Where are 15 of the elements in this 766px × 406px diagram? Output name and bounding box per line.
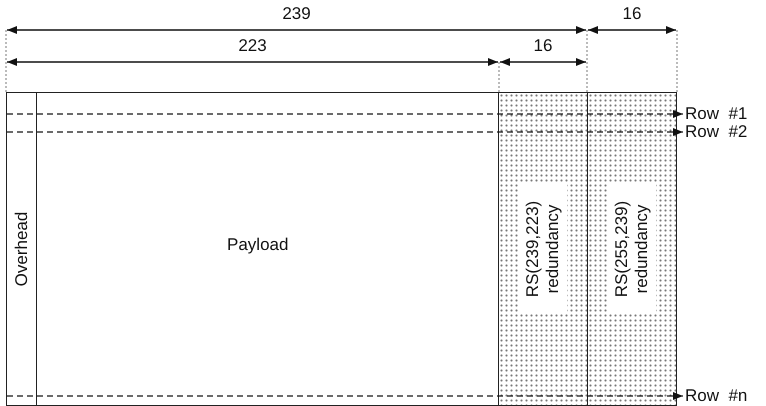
dimension-label: 16 — [534, 36, 552, 56]
area-label: RS(255,239) redundancy — [608, 184, 656, 314]
column-label: Overhead — [12, 212, 32, 286]
row-label: Row #n — [685, 386, 748, 406]
dimension-label: 239 — [282, 4, 311, 24]
dimension-label: 223 — [238, 36, 267, 56]
row-arrow — [7, 110, 683, 118]
area-label: Payload — [227, 235, 288, 255]
row-label: Row #2 — [685, 122, 748, 142]
row-arrow — [7, 392, 683, 400]
row-label: Row #1 — [685, 104, 748, 124]
overhead-column — [6, 92, 37, 406]
row-arrow — [7, 128, 683, 136]
area-label: RS(239,223) redundancy — [519, 184, 567, 314]
dimension-label: 16 — [622, 4, 642, 24]
